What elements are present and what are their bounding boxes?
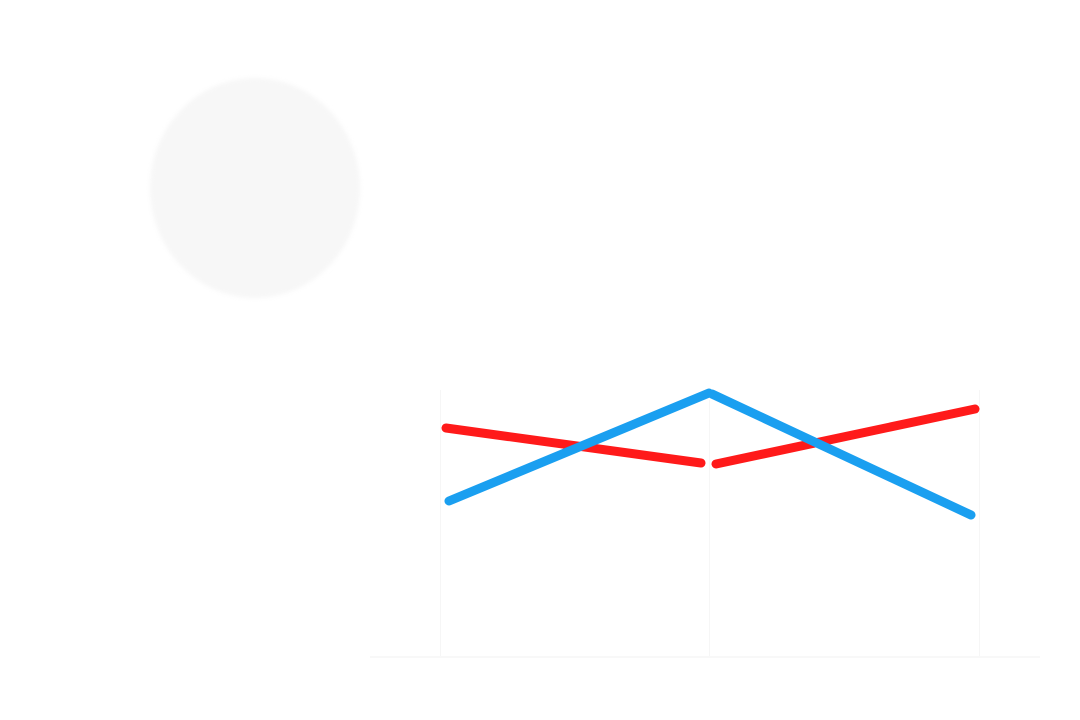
faint-circle-shape: [150, 78, 360, 298]
faint-box-outline: [440, 390, 980, 658]
blue-stroke-right: [707, 389, 976, 520]
blue-stroke-left: [444, 388, 714, 506]
red-stroke-right: [711, 404, 980, 469]
faint-center-line: [709, 400, 710, 658]
faint-base-line: [370, 656, 1040, 658]
